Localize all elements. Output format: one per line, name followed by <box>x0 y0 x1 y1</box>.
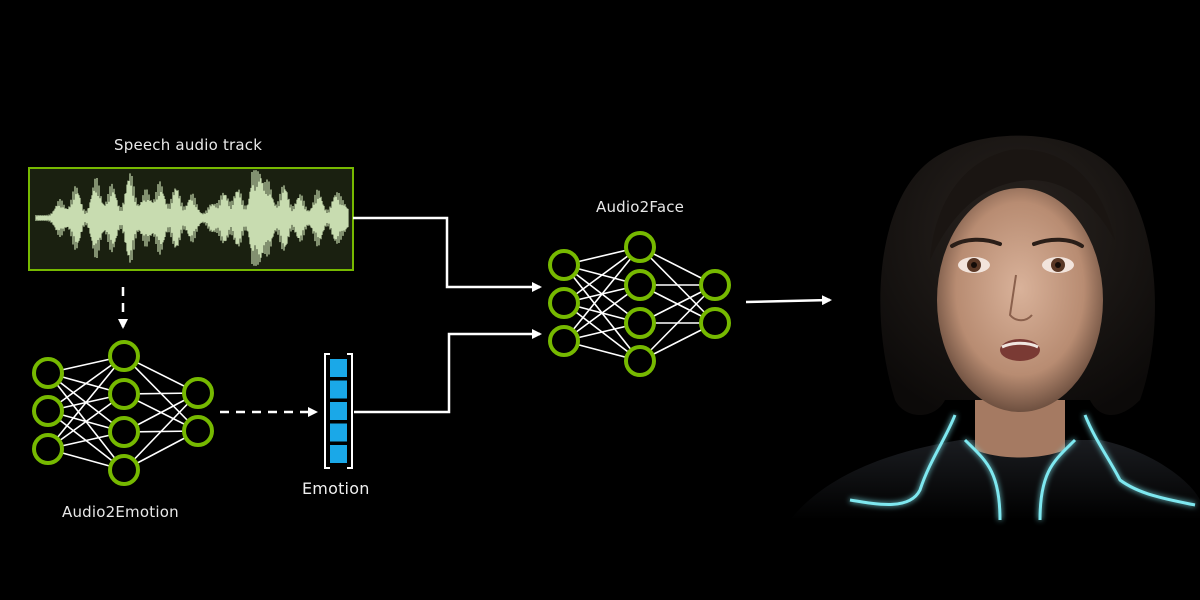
audio2emotion-node-layer-2 <box>108 416 140 448</box>
arrow-audio2face-to-character <box>745 295 832 306</box>
audio2face-node-layer-1 <box>548 325 580 357</box>
audio2face-edge <box>639 284 716 362</box>
emotion-bracket-left <box>324 353 330 469</box>
character-left-brow <box>950 237 1002 248</box>
audio2emotion-node-layer-2 <box>108 454 140 486</box>
speech-audio-track <box>28 167 354 271</box>
character-teeth <box>1001 341 1039 349</box>
emotion-cell <box>330 380 347 399</box>
suit-glow-lines <box>849 414 1196 521</box>
character-right-brow <box>1032 237 1084 248</box>
emotion-cell <box>330 359 347 377</box>
arrow-audio-to-audio2face <box>353 216 542 292</box>
audio2emotion-node-layer-2 <box>108 340 140 372</box>
audio2face-node-layer-1 <box>548 287 580 319</box>
waveform <box>35 170 349 266</box>
digital-human-character <box>790 135 1200 521</box>
audio2emotion-node-layer-1 <box>32 433 64 465</box>
audio2emotion-node-layer-3 <box>182 377 214 409</box>
audio2face-edge <box>563 246 641 342</box>
emotion-label: Emotion <box>302 479 370 498</box>
character-right-pupil <box>1055 262 1061 268</box>
character-hair-front <box>930 149 1115 260</box>
audio2face-node-layer-2 <box>624 345 656 377</box>
audio2face-node-layer-3 <box>699 269 731 301</box>
character-left-pupil <box>971 262 977 268</box>
audio2emotion-label: Audio2Emotion <box>62 503 179 521</box>
character-face <box>937 188 1103 412</box>
waveform-signal <box>35 170 349 266</box>
audio2emotion-node-layer-1 <box>32 357 64 389</box>
character-nose <box>1008 274 1033 322</box>
emotion-vector <box>324 353 353 469</box>
audio2emotion-edges <box>47 355 199 471</box>
audio2face-node-layer-3 <box>699 307 731 339</box>
audio2face-edges <box>563 246 716 362</box>
speech-audio-track-label: Speech audio track <box>114 136 263 154</box>
audio2face-node-layer-1 <box>548 249 580 281</box>
audio2emotion-edge <box>123 392 199 471</box>
connectors <box>118 216 832 417</box>
emotion-bracket-right <box>347 353 353 469</box>
arrow-emotion-to-audio2face <box>354 329 542 414</box>
audio2face-node-layer-2 <box>624 231 656 263</box>
audio2emotion-edge <box>47 355 125 450</box>
audio2face-node-layer-2 <box>624 269 656 301</box>
audio2face-node-layer-2 <box>624 307 656 339</box>
audio2face-label: Audio2Face <box>596 198 685 216</box>
audio2emotion-node-layer-2 <box>108 378 140 410</box>
audio2face-network <box>548 231 731 377</box>
emotion-cell <box>330 402 347 420</box>
audio2emotion-node-layer-3 <box>182 415 214 447</box>
emotion-cell <box>330 423 347 442</box>
emotion-cell <box>330 445 347 463</box>
audio2emotion-node-layer-1 <box>32 395 64 427</box>
emotion-cells <box>330 359 347 463</box>
audio2emotion-network <box>32 340 214 486</box>
